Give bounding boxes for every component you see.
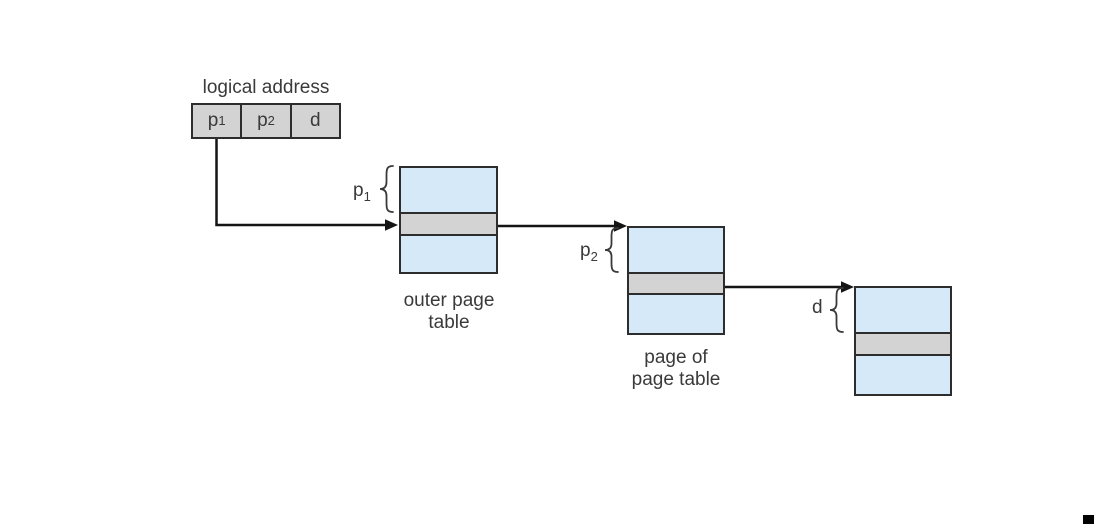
index-label-d: d <box>812 297 823 318</box>
curly-brace-p1-icon <box>379 165 394 213</box>
field-d: d <box>292 105 339 137</box>
field-d-base: d <box>310 110 321 131</box>
caption-line: page of <box>644 347 708 368</box>
outer-page-table-section-top <box>401 168 496 212</box>
corner-mark <box>1083 515 1094 524</box>
curly-brace-p2-icon <box>604 227 619 273</box>
field-p2-base: p <box>257 110 268 131</box>
arrowhead-to-frame <box>841 281 854 293</box>
arrowhead-to-page-table <box>614 220 627 232</box>
target-frame-section-top <box>856 288 950 332</box>
target-frame-highlighted-entry <box>856 332 950 356</box>
field-p1-base: p <box>207 110 219 131</box>
curly-brace-d-icon <box>829 287 844 333</box>
logical-address-label: logical address <box>202 77 330 98</box>
target-frame-table <box>854 286 952 396</box>
target-frame-section-bottom <box>856 356 950 394</box>
index-label-p2: p2 <box>580 240 598 264</box>
outer-page-table-highlighted-entry <box>401 212 496 236</box>
page-of-page-table-highlighted-entry <box>629 272 723 295</box>
page-of-page-table-caption: page of page table <box>601 347 751 391</box>
caption-line: page table <box>631 369 721 390</box>
outer-page-table-section-bottom <box>401 236 496 272</box>
caption-line: table <box>428 312 470 333</box>
page-of-page-table <box>627 226 725 335</box>
caption-line: outer page <box>403 290 495 311</box>
page-of-page-table-section-bottom <box>629 295 723 333</box>
arrowhead-p1 <box>385 219 398 231</box>
page-of-page-table-section-top <box>629 228 723 272</box>
outer-page-table <box>399 166 498 274</box>
outer-page-table-caption: outer page table <box>374 290 524 334</box>
index-label-p1: p1 <box>353 180 371 204</box>
